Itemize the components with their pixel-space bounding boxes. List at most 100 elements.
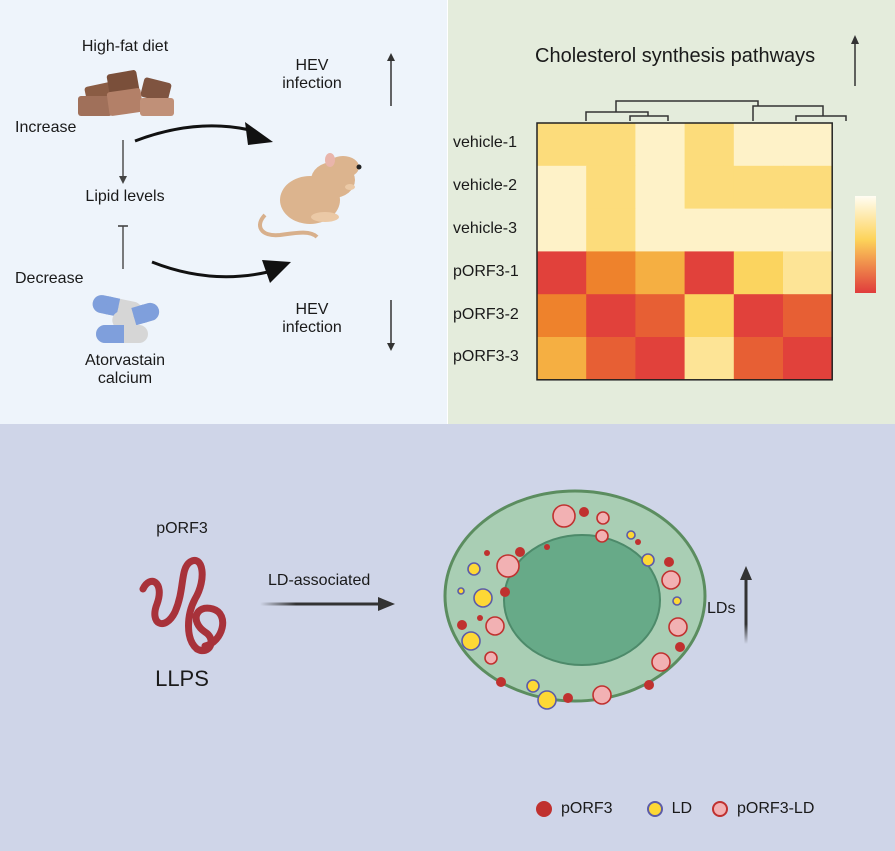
heatmap-cell	[733, 123, 784, 167]
heatmap-cell	[537, 251, 587, 295]
heatmap-row-label: pORF3-1	[453, 262, 519, 280]
high-fat-diet-label: High-fat diet	[81, 38, 169, 55]
heatmap-row-label: pORF3-2	[453, 305, 519, 323]
legend-label: LD	[671, 800, 693, 817]
panel-llps: pORF3 LLPS LD-associated LDs pOR	[0, 424, 895, 851]
porf3-ld-droplet	[668, 617, 688, 637]
colorbar	[855, 196, 876, 293]
lipid-droplet	[672, 596, 682, 606]
lipid-droplet	[526, 679, 540, 693]
heatmap-cell	[733, 208, 784, 252]
panel-heatmap: Cholesterol synthesis pathways vehicle-1…	[448, 0, 895, 424]
hev-up-arrow-icon	[387, 53, 395, 106]
legend-swatch-icon	[712, 801, 729, 817]
porf3-ld-droplet	[595, 529, 609, 543]
heatmap-cell	[635, 294, 686, 338]
heatmap-cell	[684, 337, 735, 381]
porf3-ld-droplet	[661, 570, 681, 590]
pills-icon	[92, 295, 160, 343]
curved-arrow-up-path	[134, 124, 251, 143]
high-fat-food-icon	[78, 70, 174, 116]
lipid-droplet	[626, 530, 636, 540]
heatmap-cell	[537, 123, 587, 167]
heatmap-cell	[783, 123, 833, 167]
inhibition-icon	[118, 225, 128, 269]
mouse-icon	[258, 153, 362, 239]
heatmap-row-label: pORF3-3	[453, 348, 519, 366]
heatmap-cell	[635, 123, 686, 167]
porf3-droplet	[579, 507, 589, 517]
heatmap-cell	[783, 251, 833, 295]
heatmap-cell	[783, 165, 833, 210]
ld-associated-label: LD-associated	[268, 572, 371, 589]
drug-label: Atorvastain calcium	[85, 352, 165, 389]
hev-top-line1: HEV	[295, 57, 329, 74]
legend-item: pORF3	[536, 800, 613, 818]
curved-arrow-down-path	[151, 260, 269, 279]
llps-label: LLPS	[155, 666, 209, 691]
heatmap-cell	[586, 294, 636, 338]
porf3-droplet	[544, 544, 550, 550]
curved-arrows	[134, 122, 291, 283]
drug-label-line1: Atorvastain	[84, 352, 166, 369]
porf3-ld-droplet	[485, 616, 505, 636]
hev-infection-bottom-label: HEV infection	[282, 301, 342, 338]
heatmap-cell	[733, 294, 784, 338]
lipid-levels-label: Lipid levels	[85, 188, 165, 205]
heatmap-row-label: vehicle-3	[453, 220, 518, 237]
cell-diagram	[443, 489, 707, 710]
hev-infection-top-label: HEV infection	[282, 57, 342, 94]
drug-label-line2: calcium	[97, 370, 153, 388]
heatmap-row-label: vehicle-2	[453, 177, 518, 195]
column-dendrogram	[585, 100, 847, 121]
heatmap-cell	[684, 165, 735, 210]
panel-lipid-hev: High-fat diet Increase Lipid levels Decr…	[0, 0, 447, 424]
porf3-label: pORF3	[156, 520, 208, 537]
heatmap	[536, 100, 876, 381]
porf3-ld-droplet	[552, 504, 576, 528]
heatmap-cell	[586, 123, 636, 167]
porf3-ld-droplet	[596, 511, 610, 525]
dendro-branch	[752, 105, 824, 121]
porf3-protein-icon	[139, 557, 227, 655]
dendro-branch	[795, 115, 847, 121]
heatmap-cell	[537, 208, 587, 252]
legend-label: pORF3	[561, 800, 613, 817]
hev-bottom-line1: HEV	[295, 301, 329, 318]
heatmap-row-label: vehicle-1	[453, 134, 518, 152]
heatmap-cell	[635, 165, 686, 210]
heatmap-cell	[783, 208, 833, 252]
porf3-ld-droplet	[484, 651, 498, 665]
dendro-branch	[615, 100, 759, 112]
heatmap-cell	[586, 251, 636, 295]
dendro-branch	[629, 115, 669, 121]
porf3-droplet	[664, 557, 674, 567]
heatmap-cell	[733, 251, 784, 295]
porf3-droplet	[515, 547, 525, 557]
porf3-droplet	[477, 615, 483, 621]
porf3-ld-droplet	[496, 554, 520, 578]
lipid-droplet	[473, 588, 493, 608]
porf3-droplet	[635, 539, 641, 545]
lipid-droplet	[537, 690, 557, 710]
heatmap-frame	[536, 122, 833, 381]
porf3-droplet	[496, 677, 506, 687]
heatmap-cell	[684, 251, 735, 295]
heatmap-cell	[537, 294, 587, 338]
curved-arrow-up-head	[245, 122, 273, 145]
lipid-droplet	[461, 631, 481, 651]
dendro-branch	[585, 111, 649, 121]
cell-nucleus	[503, 534, 661, 666]
heatmap-cell	[733, 337, 784, 381]
lipid-droplet	[457, 587, 465, 595]
legend-label: pORF3-LD	[737, 800, 815, 817]
ld-associated-arrow-icon	[260, 597, 395, 611]
heatmap-cell	[733, 165, 784, 210]
heatmap-title: Cholesterol synthesis pathways	[535, 45, 816, 67]
heatmap-cell	[635, 208, 686, 252]
increase-label: Increase	[15, 119, 77, 136]
porf3-droplet	[457, 620, 467, 630]
heatmap-cell	[684, 294, 735, 338]
down-arrow-icon	[119, 140, 127, 184]
legend-swatch-icon	[536, 801, 552, 817]
